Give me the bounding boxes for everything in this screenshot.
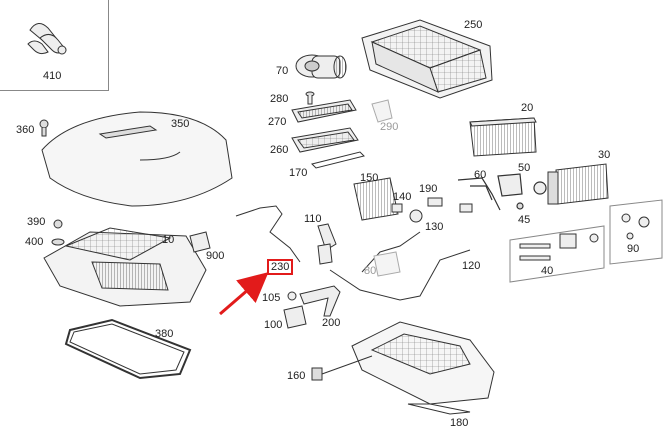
callout-160: 160 <box>287 370 306 382</box>
callout-90: 90 <box>627 243 640 255</box>
part-lower-tray <box>311 321 495 405</box>
callout-120: 120 <box>462 260 481 272</box>
part-30-exchanger <box>547 163 609 205</box>
part-180-plate <box>407 403 471 415</box>
callout-40: 40 <box>541 265 554 277</box>
highlight-arrow <box>219 272 269 316</box>
callout-45: 45 <box>518 214 531 226</box>
part-900-bracket <box>189 231 211 253</box>
part-140-190 <box>391 197 473 223</box>
callout-100: 100 <box>264 319 283 331</box>
part-390-400-nuts <box>51 219 65 246</box>
callout-30: 30 <box>598 149 611 161</box>
part-380-gasket <box>64 318 192 380</box>
part-40-inset <box>509 225 605 283</box>
part-10-pack <box>43 227 207 307</box>
part-50-60-hoses <box>457 173 547 211</box>
callout-150: 150 <box>360 172 379 184</box>
callout-50: 50 <box>518 162 531 174</box>
callout-360: 360 <box>16 124 35 136</box>
callout-10: 10 <box>162 234 175 246</box>
part-360-screw <box>39 119 49 137</box>
part-250-pack <box>361 19 493 99</box>
inset-frame <box>0 0 109 91</box>
callout-270: 270 <box>268 116 287 128</box>
part-200-bracket <box>299 285 341 317</box>
part-100-105 <box>283 291 307 329</box>
part-20-filter <box>469 117 537 157</box>
callout-200: 200 <box>322 317 341 329</box>
part-90-inset <box>609 199 663 265</box>
callout-190: 190 <box>419 183 438 195</box>
callout-280: 280 <box>270 93 289 105</box>
callout-250: 250 <box>464 19 483 31</box>
part-70-blower <box>295 54 347 79</box>
callout-410: 410 <box>43 70 62 82</box>
callout-400: 400 <box>25 236 44 248</box>
callout-70: 70 <box>276 65 289 77</box>
callout-180: 180 <box>450 417 469 429</box>
callout-380: 380 <box>155 328 174 340</box>
callout-80: 80 <box>364 265 377 277</box>
callout-140: 140 <box>393 191 412 203</box>
callout-900: 900 <box>206 250 225 262</box>
callout-390: 390 <box>27 216 46 228</box>
callout-260: 260 <box>270 144 289 156</box>
part-110-230-harness <box>235 205 471 301</box>
part-270-housing <box>291 99 357 123</box>
callout-350: 350 <box>171 118 190 130</box>
part-280-screw <box>305 91 315 105</box>
callout-230-highlighted: 230 <box>267 259 294 275</box>
callout-130: 130 <box>425 221 444 233</box>
part-170-strip <box>311 151 365 169</box>
part-350-cover <box>41 111 233 207</box>
callout-290: 290 <box>380 121 399 133</box>
callout-20: 20 <box>521 102 534 114</box>
part-80-connector <box>373 251 401 277</box>
part-150-module <box>353 177 399 221</box>
part-410-clips <box>27 23 67 55</box>
callout-110: 110 <box>304 213 322 225</box>
part-260-housing <box>291 127 359 153</box>
part-290-bracket <box>371 99 393 123</box>
callout-105: 105 <box>262 292 281 304</box>
callout-170: 170 <box>289 167 308 179</box>
callout-60: 60 <box>474 169 487 181</box>
